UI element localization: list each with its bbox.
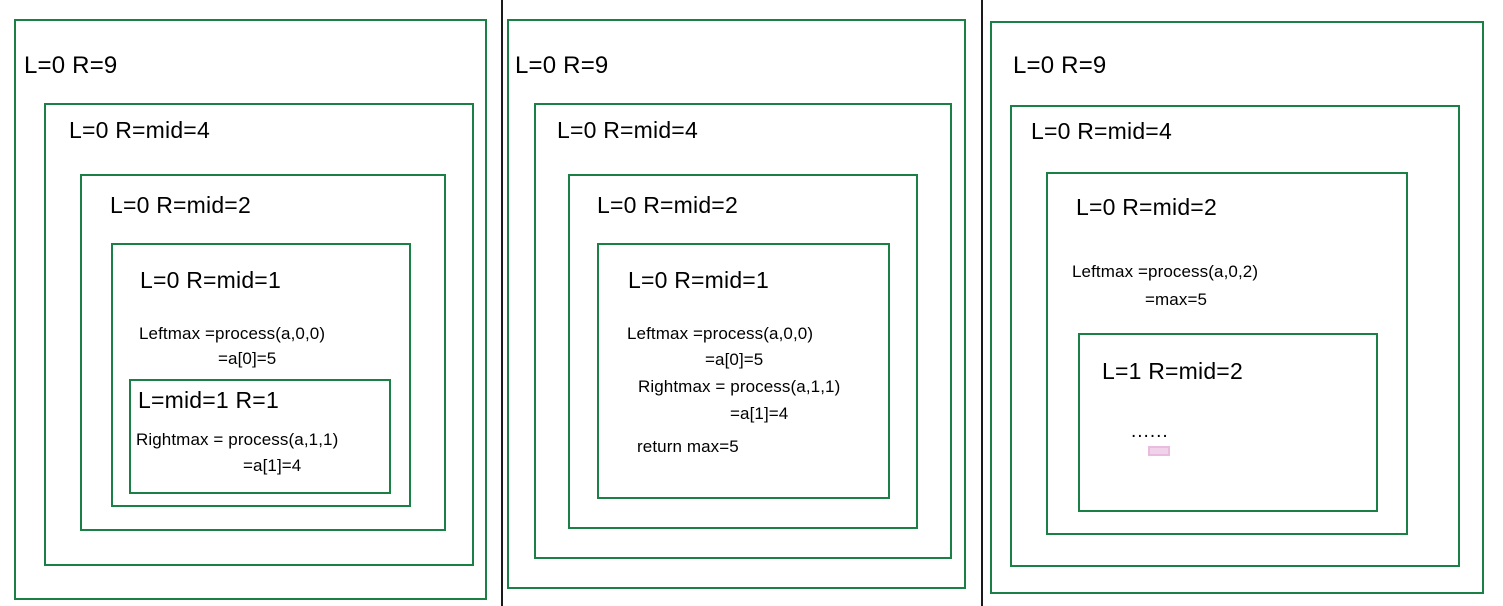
panel-2-frame-level-3-line-4: =a[1]=4	[730, 404, 789, 423]
panel-divider-2	[981, 0, 983, 606]
panel-2-frame-level-3-header: L=0 R=mid=1	[628, 267, 769, 293]
panel-3-frame-level-2	[1046, 172, 1408, 535]
pink-selection-marker	[1148, 446, 1170, 456]
panel-1-frame-level-4-line-1: Rightmax = process(a,1,1)	[136, 430, 339, 449]
panel-2-frame-level-3-line-5: return max=5	[637, 437, 739, 456]
panel-1-frame-level-2	[80, 174, 446, 531]
panel-1-frame-level-3-line-2: =a[0]=5	[218, 349, 277, 368]
panel-2-frame-level-2	[568, 174, 918, 529]
panel-2-frame-level-3-line-2: =a[0]=5	[705, 350, 764, 369]
panel-2-frame-level-3-line-1: Leftmax =process(a,0,0)	[627, 324, 814, 343]
panel-3-frame-level-1-header: L=0 R=mid=4	[1031, 118, 1172, 144]
panel-2-frame-level-0-header: L=0 R=9	[515, 52, 609, 79]
panel-3-frame-level-2-line-1: Leftmax =process(a,0,2)	[1072, 262, 1259, 281]
panel-2-frame-level-3-line-3: Rightmax = process(a,1,1)	[638, 377, 841, 396]
panel-2-frame-level-0	[507, 19, 966, 589]
panel-1-frame-level-3	[111, 243, 411, 507]
panel-1-frame-level-3-line-1: Leftmax =process(a,0,0)	[139, 324, 326, 343]
panel-1-frame-level-0	[14, 19, 487, 600]
panel-1-frame-level-1	[44, 103, 474, 566]
panel-3-frame-level-2-line-2: =max=5	[1145, 290, 1208, 309]
panel-1-frame-level-3-header: L=0 R=mid=1	[140, 267, 281, 293]
panel-1-frame-level-1-header: L=0 R=mid=4	[69, 117, 210, 143]
panel-3-frame-level-0	[990, 21, 1484, 594]
panel-2-frame-level-3	[597, 243, 890, 499]
panel-2-frame-level-2-header: L=0 R=mid=2	[597, 192, 738, 218]
panel-3-frame-level-2-header: L=0 R=mid=2	[1076, 194, 1217, 220]
panel-3-frame-level-3-header: L=1 R=mid=2	[1102, 358, 1243, 384]
panel-3-frame-level-3	[1078, 333, 1378, 512]
panel-1-frame-level-4	[129, 379, 391, 494]
panel-2-frame-level-1	[534, 103, 952, 559]
panel-3-ellipsis: ......	[1131, 421, 1169, 442]
panel-1-frame-level-4-line-2: =a[1]=4	[243, 456, 302, 475]
panel-1-frame-level-4-header: L=mid=1 R=1	[138, 387, 279, 413]
panel-3-frame-level-0-header: L=0 R=9	[1013, 52, 1107, 79]
panel-2-frame-level-1-header: L=0 R=mid=4	[557, 117, 698, 143]
panel-1-frame-level-2-header: L=0 R=mid=2	[110, 192, 251, 218]
panel-3-frame-level-1	[1010, 105, 1460, 567]
panel-1-frame-level-0-header: L=0 R=9	[24, 52, 118, 79]
panel-divider-1	[501, 0, 503, 606]
